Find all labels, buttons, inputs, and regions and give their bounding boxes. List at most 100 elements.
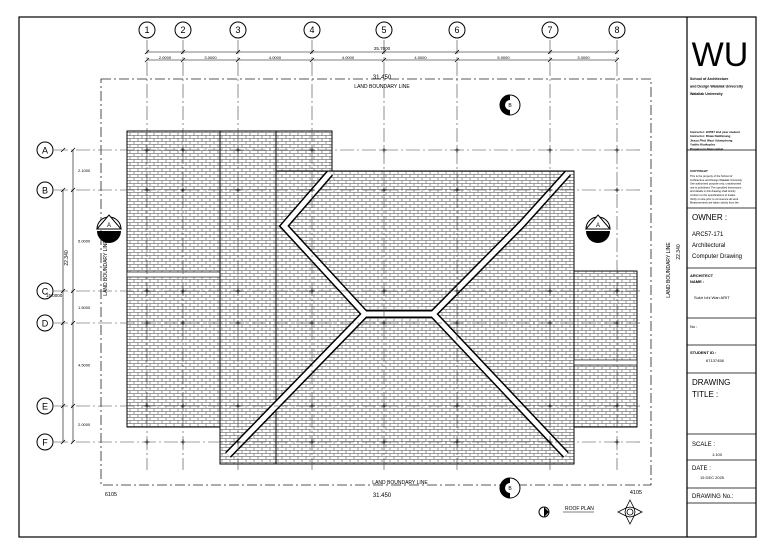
architect-label: ARCHITECT [690,273,714,278]
section-marker-a-left: A [95,214,123,243]
svg-text:8: 8 [614,25,619,35]
copyright-line: Verify on site prior to commence all wor… [690,197,739,201]
course-code: ARC57-171 [692,232,724,238]
name-label: NAME : [690,279,704,284]
setback-left: 6105 [105,492,117,498]
grid-bubble-row-F: F [36,433,54,451]
section-marker-b-bottom: B [499,477,521,499]
no-label: No : [690,324,697,329]
svg-text:A: A [596,223,600,229]
top-boundary-label: LAND BOUNDARY LINE [354,84,410,90]
instructor-line: Prapatsorn Namsuphat [690,147,723,151]
bottom-boundary-label: LAND BOUNDARY LINE [372,480,428,486]
copyright-line: Architecture and Design Walailak Univers… [690,178,743,182]
svg-text:5: 5 [381,25,386,35]
grid-bubble-column-8: 8 [608,21,626,39]
drawing-no-label: DRAWING No.: [692,494,734,500]
svg-text:3: 3 [235,25,240,35]
copyright-line: Measurements are taken strictly from the [690,201,739,205]
grid-bubble-column-2: 2 [174,21,192,39]
svg-text:B: B [508,486,512,492]
svg-text:B: B [508,103,512,109]
svg-text:F: F [42,438,48,448]
svg-text:7: 7 [547,25,552,35]
right-boundary-label: LAND BOUNDARY LINE [666,242,672,298]
grid-bubble-column-5: 5 [375,21,393,39]
top-dimension [147,51,617,61]
grid-bubble-row-D: D [36,314,54,332]
north-arrow-icon [617,499,643,525]
architect-name: Sukir Ichi Wan ARIT [694,295,730,300]
title-block [686,17,756,537]
svg-text:4: 4 [309,25,314,35]
copyright-line: Use authorized purpose only, unauthorize… [690,182,742,186]
notice-title: COPYRIGHT [690,169,708,173]
student-id-label: STUDENT ID : [690,350,716,355]
land-boundary-line [100,78,652,486]
section-marker-a-right: A [584,214,612,243]
top-segment-dimension: 3.0000 [577,55,590,60]
grid-bubble-row-E: E [36,397,54,415]
student-id-value: 67137456 [706,358,725,363]
left-segment-dimension: 2.0000 [78,422,91,427]
top-segment-dimension: 5.0000 [497,55,510,60]
copyright-line: and details in this drawing shall strict… [690,189,736,193]
plan-title: ROOF PLAN [565,506,594,512]
course-name-line-1: Architectural [692,243,725,249]
instructor-line: Instructor: 2/2567 2nd year student [690,130,740,134]
right-total-dimension: 22.340 [676,244,682,260]
grid-bubble-column-7: 7 [541,21,559,39]
top-segment-dimension: 4.0000 [342,55,355,60]
svg-text:2: 2 [180,25,185,35]
grid-bubble-column-1: 1 [138,21,156,39]
instructor-line: Yuttho Kiatkoples [690,143,716,147]
top-segment-dimension: 4.0000 [269,55,282,60]
svg-text:A: A [42,146,48,156]
section-marker-b-top: B [499,94,521,116]
grid-bubble-column-4: 4 [303,21,321,39]
grid-bubble-row-B: B [36,181,54,199]
grid-bubble-column-6: 6 [448,21,466,39]
svg-text:C: C [42,287,49,297]
top-segment-dimension: 3.0000 [204,55,217,60]
school-name-line: and Design Walailak University [690,85,743,89]
svg-text:D: D [42,319,49,329]
date-value: 15 DEC 2025 [700,475,725,480]
scale-value: 1:100 [712,452,723,457]
instructor-line: Instructor: Dhaw Natthinang [690,134,731,138]
left-segment-dimension: 5.0000 [78,239,91,244]
grid-bubble-row-A: A [36,141,54,159]
owner-label: OWNER : [692,213,727,222]
copyright-line: This is the property of the School of [690,174,733,178]
instructor-line: Jirasu Phol Wasi Udomphong [690,138,733,142]
top-segment-dimension: 2.0000 [159,55,172,60]
left-overall-dimension: 15.0000 [46,293,63,298]
copyright-line: use is prohibited. The specified dimensi… [690,185,742,189]
svg-text:6: 6 [454,25,459,35]
scale-label: SCALE : [692,442,715,448]
school-name-line: School of Architecture [690,77,728,81]
svg-text:E: E [42,402,48,412]
drawing-label: DRAWING [692,378,730,387]
left-segment-dimension: 4.5000 [78,363,91,368]
bottom-boundary-length: 31.450 [373,493,392,499]
plan-title-symbol [538,506,550,518]
left-dimension [62,150,74,442]
top-total-dimension: 25.7000 [374,46,391,51]
left-boundary-label: LAND BOUNDARY LINE [103,240,109,296]
grid-bubble-column-3: 3 [229,21,247,39]
grid-cross-marks [60,49,620,445]
grid-bubble-row-C: C [36,282,54,300]
grid-bubbles: 1 2 3 4 5 6 7 8A B C D E F [36,21,626,451]
left-segment-dimension: 2.1000 [78,168,91,173]
school-logo: WU [692,36,749,74]
svg-text:1: 1 [144,25,149,35]
svg-text:B: B [42,186,48,196]
setback-right: 4105 [630,490,642,496]
top-boundary-length: 31.450 [373,75,392,81]
school-name-line: Walailak University [690,92,723,96]
grid-lines [54,40,640,470]
title-label: TITLE : [692,390,718,399]
